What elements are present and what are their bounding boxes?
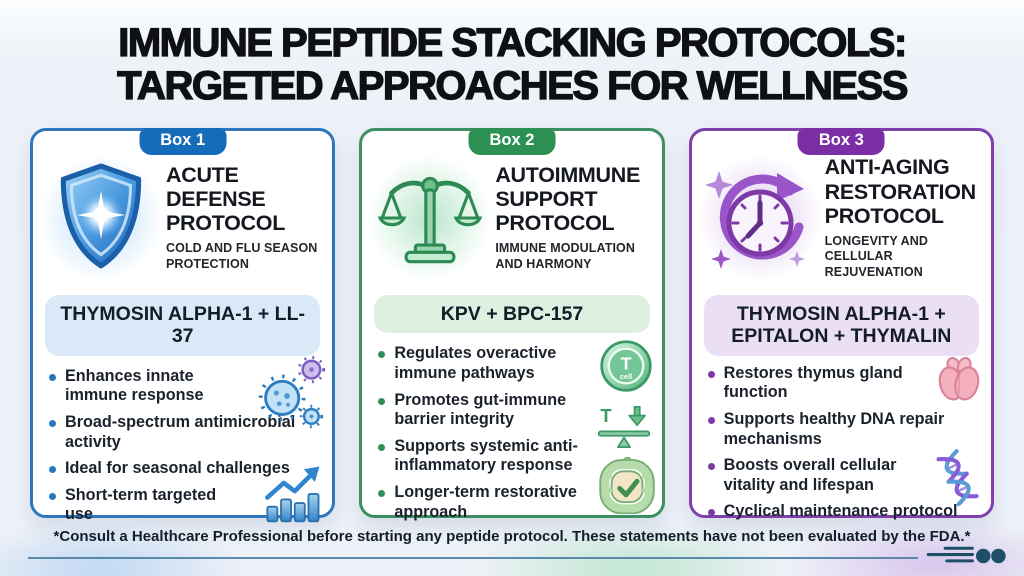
card-head: AUTOIMMUNE SUPPORT PROTOCOL IMMUNE MODUL… [362, 131, 661, 281]
gut-health-icon [598, 454, 656, 519]
trend-chart-icon [260, 461, 324, 530]
bullet-item: Short-term targeted use [49, 486, 322, 525]
card-subtitle: COLD AND FLU SEASON PROTECTION [166, 241, 318, 272]
title-line-1: IMMUNE PEPTIDE STACKING PROTOCOLS: [118, 21, 908, 65]
bullet-dot [707, 417, 715, 425]
bullet-item: Restores thymus gland function [707, 364, 981, 403]
card-title: ANTI-AGING RESTORATION PROTOCOL [824, 155, 977, 228]
title-line-2: TARGETED APPROACHES FOR WELLNESS [116, 63, 909, 108]
brand-logo-icon [920, 545, 1006, 572]
card-head-text: AUTOIMMUNE SUPPORT PROTOCOL IMMUNE MODUL… [492, 163, 655, 272]
footer-divider [28, 557, 918, 559]
t-cell-icon: T cell [598, 338, 654, 399]
virus-icons [250, 355, 328, 438]
bullet-dot [378, 351, 386, 359]
card-head-text: ACUTE DEFENSE PROTOCOL COLD AND FLU SEAS… [163, 163, 326, 272]
immune-balance-icon: T [596, 404, 652, 455]
bullet-item: Cyclical maintenance protocol [707, 502, 981, 522]
bullet-dot [378, 443, 386, 451]
svg-text:T: T [620, 354, 631, 374]
bullet-item: Broad-spectrum antimicrobial activity [49, 413, 322, 452]
bullet-dot [707, 509, 715, 517]
dna-helix-icon [925, 441, 992, 515]
bullet-list: Restores thymus gland function Supports … [692, 356, 992, 522]
balance-scale-icon [368, 155, 493, 281]
bullet-dot [49, 492, 56, 500]
bullet-list: Enhances innate immune response Broad-sp… [33, 355, 332, 525]
bullet-dot [378, 397, 386, 405]
fda-disclaimer: *Consult a Healthcare Professional befor… [53, 528, 971, 545]
card-subtitle: LONGEVITY AND CELLULAR REJUVENATION [824, 233, 929, 279]
bullet-item: Enhances innate immune response [49, 367, 322, 406]
card-anti-aging-restoration-protocol: Box 3 [688, 128, 994, 520]
card-autoimmune-support-protocol: Box 2 [359, 128, 665, 521]
page-title: IMMUNE PEPTIDE STACKING PROTOCOLS: TARGE… [0, 21, 1024, 108]
bullet-dot [707, 463, 715, 471]
protocol-cards: Box 1 [30, 128, 994, 523]
bullet-item: Ideal for seasonal challenges [49, 459, 322, 479]
thymus-gland-icon [933, 356, 985, 409]
card-title: ACUTE DEFENSE PROTOCOL [166, 163, 286, 236]
peptide-stack-label: THYMOSIN ALPHA-1 + EPITALON + THYMALIN [703, 295, 979, 356]
bullet-item: Longer-term restorative approach [378, 483, 651, 522]
card-title: AUTOIMMUNE SUPPORT PROTOCOL [495, 163, 641, 236]
box-tab-2: Box 2 [468, 128, 556, 155]
bullet-item: Boosts overall cellular vitality and lif… [707, 456, 981, 495]
box-tab-1: Box 1 [139, 128, 227, 155]
svg-text:cell: cell [619, 372, 631, 381]
shield-icon [39, 155, 163, 281]
bullet-dot [378, 489, 386, 497]
bullet-item: Supports healthy DNA repair mechanisms [707, 410, 981, 449]
card-subtitle: IMMUNE MODULATION AND HARMONY [495, 241, 635, 272]
peptide-stack-label: THYMOSIN ALPHA-1 + LL-37 [45, 295, 321, 356]
bullet-item: Supports systemic anti-inflammatory resp… [378, 437, 651, 476]
bullet-item: Regulates overactive immune pathways [378, 344, 651, 383]
card-head: ANTI-AGING RESTORATION PROTOCOL LONGEVIT… [692, 131, 991, 281]
bullet-item: Promotes gut-immune barrier integrity [378, 391, 651, 430]
card-acute-defense-protocol: Box 1 [30, 128, 336, 523]
bullet-list: Regulates overactive immune pathways Pro… [362, 340, 661, 522]
bullet-dot [49, 466, 56, 474]
bullet-dot [49, 373, 56, 381]
bullet-dot [707, 370, 715, 378]
card-head: ACUTE DEFENSE PROTOCOL COLD AND FLU SEAS… [33, 131, 332, 281]
peptide-stack-label: KPV + BPC-157 [374, 295, 650, 334]
box-tab-3: Box 3 [797, 128, 885, 155]
bullet-dot [49, 420, 56, 428]
card-head-text: ANTI-AGING RESTORATION PROTOCOL LONGEVIT… [822, 155, 985, 280]
svg-text:T: T [600, 405, 612, 426]
rejuvenation-clock-icon [697, 155, 822, 281]
